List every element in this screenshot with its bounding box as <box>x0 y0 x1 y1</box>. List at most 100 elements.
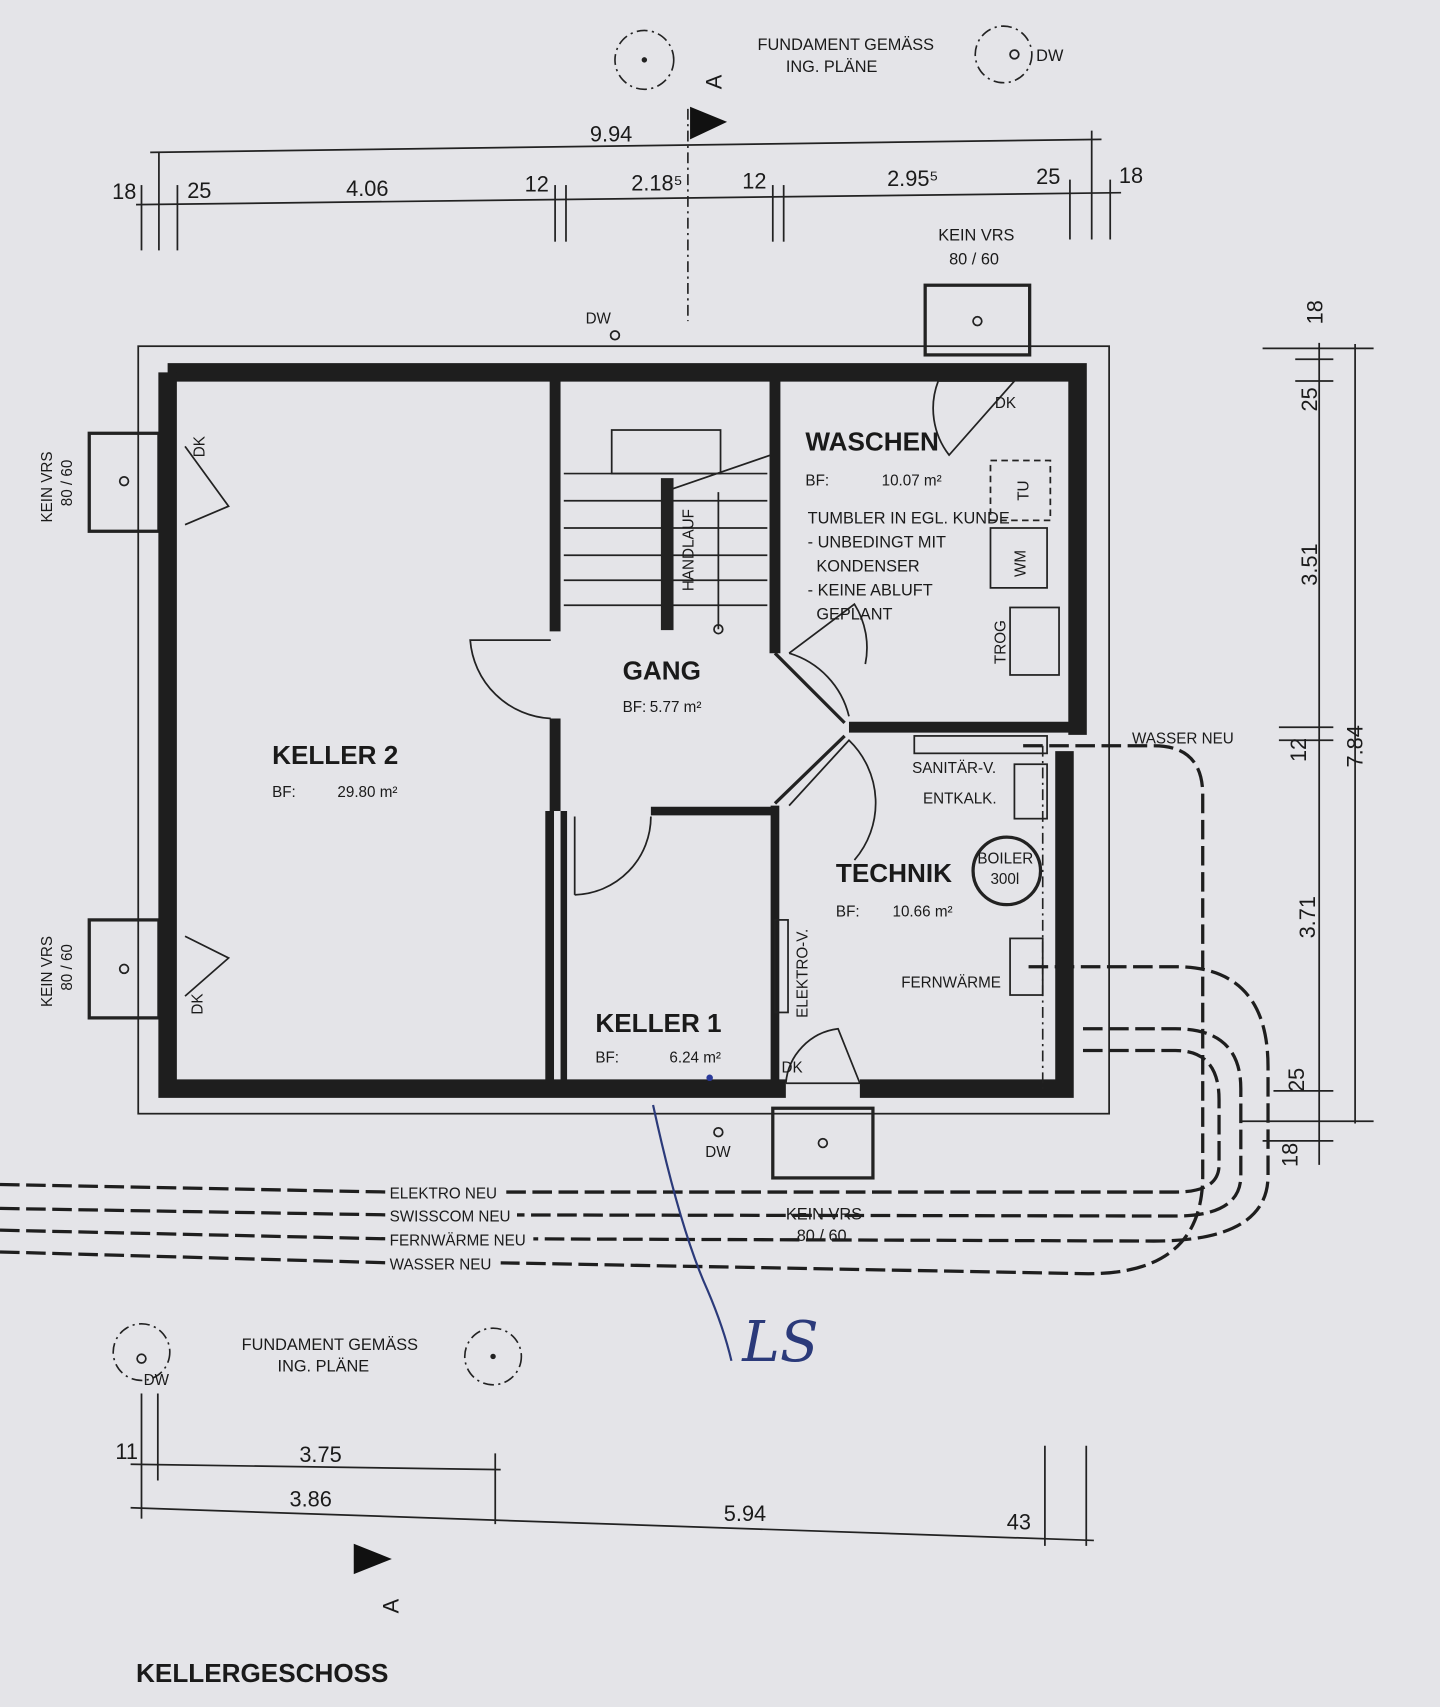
fernwaerme-label: FERNWÄRME <box>901 974 1001 991</box>
dk-label: DK <box>189 993 206 1014</box>
handwritten-note: LS <box>741 1309 818 1375</box>
dim-label: 7.84 <box>1343 725 1368 767</box>
window-note: 80 / 60 <box>949 251 999 269</box>
walls <box>158 363 1087 1098</box>
room-area: 29.80 m² <box>337 784 397 801</box>
top-annotations: A FUNDAMENT GEMÄSS ING. PLÄNE DW <box>614 25 1064 322</box>
elektro-label: ELEKTRO-V. <box>795 929 812 1018</box>
section-marker-label: A <box>378 1598 403 1613</box>
dim-label: 3.51 <box>1297 543 1322 585</box>
top-dimensions: 9.94 18 25 4.06 12 2.18⁵ 12 2.95⁵ 25 18 <box>112 122 1143 251</box>
foundation-outline <box>137 345 1110 1115</box>
dim-label: 25 <box>1284 1068 1309 1092</box>
handwritten-line <box>651 1104 733 1362</box>
plan-title: KELLERGESCHOSS <box>136 1658 388 1688</box>
dim-label: 9.94 <box>590 122 632 147</box>
boiler-size: 300l <box>990 871 1019 888</box>
trog-label: TROG <box>993 620 1010 664</box>
dk-label: DK <box>995 395 1016 412</box>
bf-label: BF: <box>595 1050 619 1067</box>
dim-label: 18 <box>1277 1143 1302 1167</box>
window-note: 80 / 60 <box>59 460 76 507</box>
bottom-annotations: DW FUNDAMENT GEMÄSS ING. PLÄNE 11 3.75 3… <box>112 1322 1094 1613</box>
dim-label: 18 <box>1302 300 1327 324</box>
room-name: WASCHEN <box>805 427 938 457</box>
dw-label: DW <box>705 1144 731 1161</box>
waschen-note: TUMBLER IN EGL. KUNDE <box>808 510 1010 528</box>
wasser-neu-label: WASSER NEU <box>1132 731 1234 748</box>
room-name: GANG <box>623 655 701 685</box>
dim-label: 12 <box>525 172 549 197</box>
utility-lines: WASSER NEU ELEKTRO NEU SWISSCOM NEU FERN… <box>0 731 1270 1276</box>
sanitaer-label: SANITÄR-V. <box>912 760 996 777</box>
washer-label: WM <box>1012 550 1029 577</box>
foundation-note: FUNDAMENT GEMÄSS <box>242 1336 419 1354</box>
dim-label: 3.75 <box>299 1442 341 1467</box>
dim-label: 2.95⁵ <box>887 166 938 191</box>
section-marker-label: A <box>702 74 727 89</box>
dim-label: 25 <box>1297 387 1322 411</box>
waschen-note: - KEINE ABLUFT <box>808 581 933 599</box>
dim-label: 18 <box>112 179 136 204</box>
foundation-marker <box>974 25 1033 84</box>
waschen-note: - UNBEDINGT MIT <box>808 534 946 552</box>
bf-label: BF: <box>805 473 829 490</box>
room-keller-1: KELLER 1 BF: 6.24 m² <box>595 1008 721 1066</box>
foundation-note: ING. PLÄNE <box>786 58 878 76</box>
dim-label: 18 <box>1119 163 1143 188</box>
dim-label: 12 <box>1286 738 1311 762</box>
foundation-note: ING. PLÄNE <box>278 1358 370 1376</box>
trog <box>1009 606 1060 676</box>
dk-label: DK <box>192 436 209 457</box>
room-technik: TECHNIK BF: 10.66 m² SANITÄR-V. ENTKALK.… <box>774 735 1048 1018</box>
dim-label: 4.06 <box>346 176 388 201</box>
foundation-note: FUNDAMENT GEMÄSS <box>758 36 935 54</box>
right-dimensions: 18 25 3.51 7.84 12 3.71 25 18 <box>1240 300 1374 1167</box>
dim-label: 11 <box>115 1439 138 1464</box>
dim-label: 25 <box>1036 164 1060 189</box>
dw-label: DW <box>586 310 612 327</box>
bf-label: BF: <box>272 784 296 801</box>
dw-label: DW <box>1036 47 1064 65</box>
window-note: 80 / 60 <box>797 1227 847 1245</box>
bf-label: BF: <box>836 904 860 921</box>
dim-label: 2.18⁵ <box>631 171 682 196</box>
window-note: 80 / 60 <box>59 944 76 991</box>
room-area: 5.77 m² <box>650 699 702 716</box>
pipe-label: ELEKTRO NEU <box>390 1186 497 1203</box>
dim-label: 3.71 <box>1295 896 1320 938</box>
doors <box>184 380 1017 1085</box>
room-area: 6.24 m² <box>669 1050 721 1067</box>
room-name: TECHNIK <box>836 858 952 888</box>
room-area: 10.07 m² <box>882 473 942 490</box>
window-wells: KEIN VRS 80 / 60 KEIN VRS 80 / 60 KEIN V… <box>39 227 1032 1245</box>
room-name: KELLER 2 <box>272 740 398 770</box>
tumbler <box>989 459 1052 522</box>
room-waschen: WASCHEN BF: 10.07 m² TUMBLER IN EGL. KUN… <box>805 427 1060 676</box>
window-note: KEIN VRS <box>39 936 56 1007</box>
dim-label: 3.86 <box>290 1487 332 1512</box>
window-note: KEIN VRS <box>938 227 1014 245</box>
dw-label: DW <box>144 1372 170 1389</box>
pipe-label: FERNWÄRME NEU <box>390 1232 526 1249</box>
pipe-label: SWISSCOM NEU <box>390 1208 511 1225</box>
foundation-marker <box>614 29 675 91</box>
section-arrow <box>690 106 728 140</box>
dim-label: 12 <box>742 168 766 193</box>
washing-machine <box>989 527 1048 589</box>
waschen-note: GEPLANT <box>816 605 892 623</box>
room-area: 10.66 m² <box>893 904 953 921</box>
boiler <box>971 835 1043 907</box>
dim-label: 43 <box>1007 1510 1031 1535</box>
dim-label: 25 <box>187 178 211 203</box>
room-gang: GANG BF: 5.77 m² <box>623 655 702 716</box>
room-name: KELLER 1 <box>595 1008 721 1038</box>
waschen-note: KONDENSER <box>816 558 920 576</box>
window-note: KEIN VRS <box>39 451 56 522</box>
boiler-label: BOILER <box>977 850 1033 867</box>
dk-label: DK <box>781 1059 802 1076</box>
bf-label: BF: <box>623 699 647 716</box>
pipe-label: WASSER NEU <box>390 1256 492 1273</box>
section-arrow <box>353 1543 392 1575</box>
